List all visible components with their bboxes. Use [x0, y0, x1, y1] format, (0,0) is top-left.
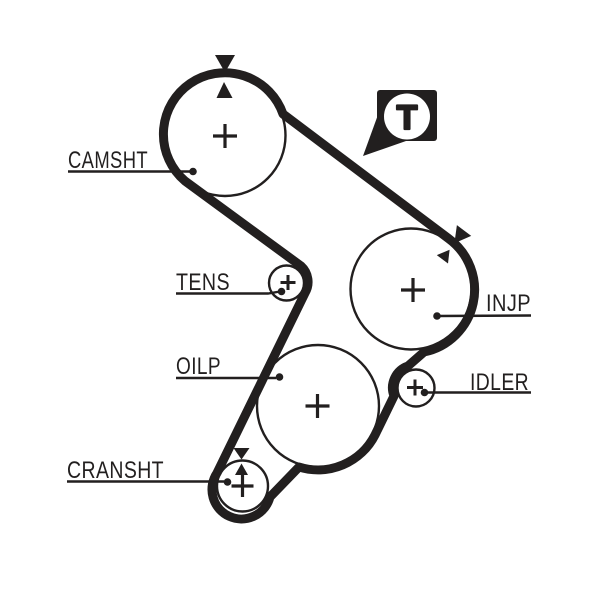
- timing-mark-triangle-up-icon: [235, 463, 248, 475]
- injection-pump-label: INJP: [486, 290, 531, 317]
- oil-pump-label: OILP: [176, 353, 221, 380]
- tensioner-label: TENS: [176, 269, 230, 296]
- camshaft-center-cross: [213, 124, 237, 148]
- crankshaft-center-cross: [231, 475, 254, 497]
- idler-pulley: [396, 368, 436, 408]
- timing-mark-triangle-up-icon: [216, 82, 233, 98]
- t-badge-circle: [384, 93, 430, 140]
- tensioner-center-cross: [280, 275, 296, 290]
- tensioner-label-line: [176, 290, 281, 295]
- camshaft-timing-marks: [215, 55, 235, 98]
- injection-pump-center-cross: [401, 278, 425, 302]
- pulley-center-crosses: [213, 124, 425, 497]
- tensioner-label-dot: [277, 287, 286, 296]
- label-leaders: [67, 167, 532, 486]
- camshaft-label: CAMSHT: [68, 147, 148, 174]
- idler-label-dot: [420, 388, 429, 397]
- crankshaft-label: CRANSHT: [67, 457, 164, 484]
- idler-label: IDLER: [470, 369, 529, 396]
- camshaft-label-dot: [189, 167, 197, 176]
- injection-pump-label-line: [436, 314, 532, 318]
- timing-belt: [158, 68, 480, 524]
- oil-pump-label-dot: [275, 373, 284, 381]
- idler-center-cross: [407, 379, 423, 396]
- crankshaft-pulley: [215, 459, 270, 513]
- crankshaft-timing-marks: [233, 448, 250, 475]
- timing-mark-triangle-down-icon: [215, 55, 235, 73]
- timing-mark-triangle-down-icon: [454, 225, 472, 244]
- timing-mark-triangle-up-icon: [436, 249, 450, 264]
- labels: CAMSHT TENS OILP CRANSHT INJP IDLER: [67, 147, 531, 484]
- injection-pump-timing-marks: [436, 225, 472, 264]
- t-badge-letter: T: [397, 99, 418, 137]
- injection-pump-label-dot: [433, 312, 441, 320]
- crankshaft-label-dot: [223, 478, 232, 486]
- t-mark-badge: T: [363, 90, 437, 156]
- oil-pump-center-cross: [305, 394, 330, 418]
- timing-mark-triangle-down-icon: [233, 448, 250, 460]
